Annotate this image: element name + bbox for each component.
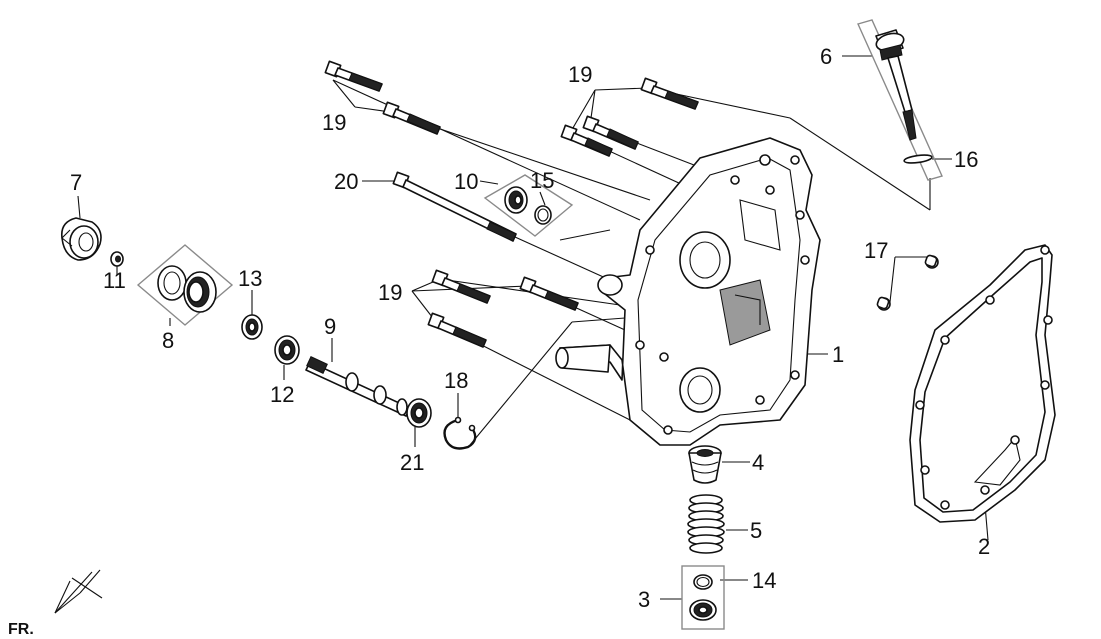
part-8-bearing-pair <box>157 265 217 313</box>
group-box-8 <box>136 244 234 326</box>
bolts <box>324 60 699 348</box>
callout-8: 8 <box>162 328 174 353</box>
callout-4: 4 <box>752 450 764 475</box>
callout-2: 2 <box>978 534 990 559</box>
callout-14: 14 <box>752 568 776 593</box>
callout-15: 15 <box>530 168 554 193</box>
bolt-20 <box>392 171 517 242</box>
front-direction-label: FR. <box>8 621 34 638</box>
callout-13: 13 <box>238 266 262 291</box>
group-box-10-15 <box>483 174 574 237</box>
group-box-3-14 <box>681 565 725 630</box>
part-15-o-ring <box>534 205 552 225</box>
part-9-shaft <box>305 356 411 417</box>
part-16-o-ring <box>903 154 933 164</box>
part-17-dowel-pins <box>876 254 939 311</box>
callout-17: 17 <box>864 238 888 263</box>
front-direction-arrow-icon <box>54 569 103 614</box>
part-11-washer <box>110 251 124 267</box>
callout-11: 11 <box>103 268 126 293</box>
part-12-bearing <box>274 335 300 365</box>
part-18-circlip <box>443 416 477 450</box>
callout-9: 9 <box>324 314 336 339</box>
callout-12: 12 <box>270 382 294 407</box>
group-box-6-16 <box>857 19 943 181</box>
part-3-oil-strainer <box>689 599 717 621</box>
bolt-19-d <box>582 115 639 150</box>
callout-7: 7 <box>70 170 82 195</box>
callout-16: 16 <box>954 147 978 172</box>
callout-6: 6 <box>820 44 832 69</box>
part-4-drain-plug <box>688 445 722 484</box>
part-6-oil-dipstick <box>875 29 917 141</box>
part-13-seal <box>241 314 263 340</box>
part-7-seal-holder <box>60 217 102 261</box>
callout-10: 10 <box>454 169 478 194</box>
bolt-19-g <box>519 276 579 311</box>
callout-19-top-middle: 19 <box>568 62 592 87</box>
part-1-crankcase-cover <box>555 137 821 446</box>
bolt-19-b <box>382 101 441 135</box>
callout-5: 5 <box>750 518 762 543</box>
part-21-seal <box>406 398 432 428</box>
group-boxes <box>136 19 943 630</box>
part-10-seal <box>504 186 528 214</box>
callout-3: 3 <box>638 587 650 612</box>
callout-19-lower-left: 19 <box>378 280 402 305</box>
leader-lines <box>77 55 989 600</box>
bolt-19-a <box>324 60 383 92</box>
bolt-19-c <box>640 77 699 110</box>
part-5-spring <box>687 494 725 554</box>
bolt-19-f <box>431 269 491 304</box>
callout-1: 1 <box>832 342 844 367</box>
callout-18: 18 <box>444 368 468 393</box>
callout-labels: 1 2 3 4 5 6 7 8 9 10 11 12 13 14 15 16 1… <box>8 44 990 638</box>
part-2-gasket <box>909 244 1056 523</box>
callout-21: 21 <box>400 450 424 475</box>
bolt-19-e <box>560 124 613 157</box>
part-14-o-ring <box>693 574 713 590</box>
callout-19-top-left: 19 <box>322 110 346 135</box>
bolt-19-h <box>427 312 487 348</box>
callout-20: 20 <box>334 169 358 194</box>
